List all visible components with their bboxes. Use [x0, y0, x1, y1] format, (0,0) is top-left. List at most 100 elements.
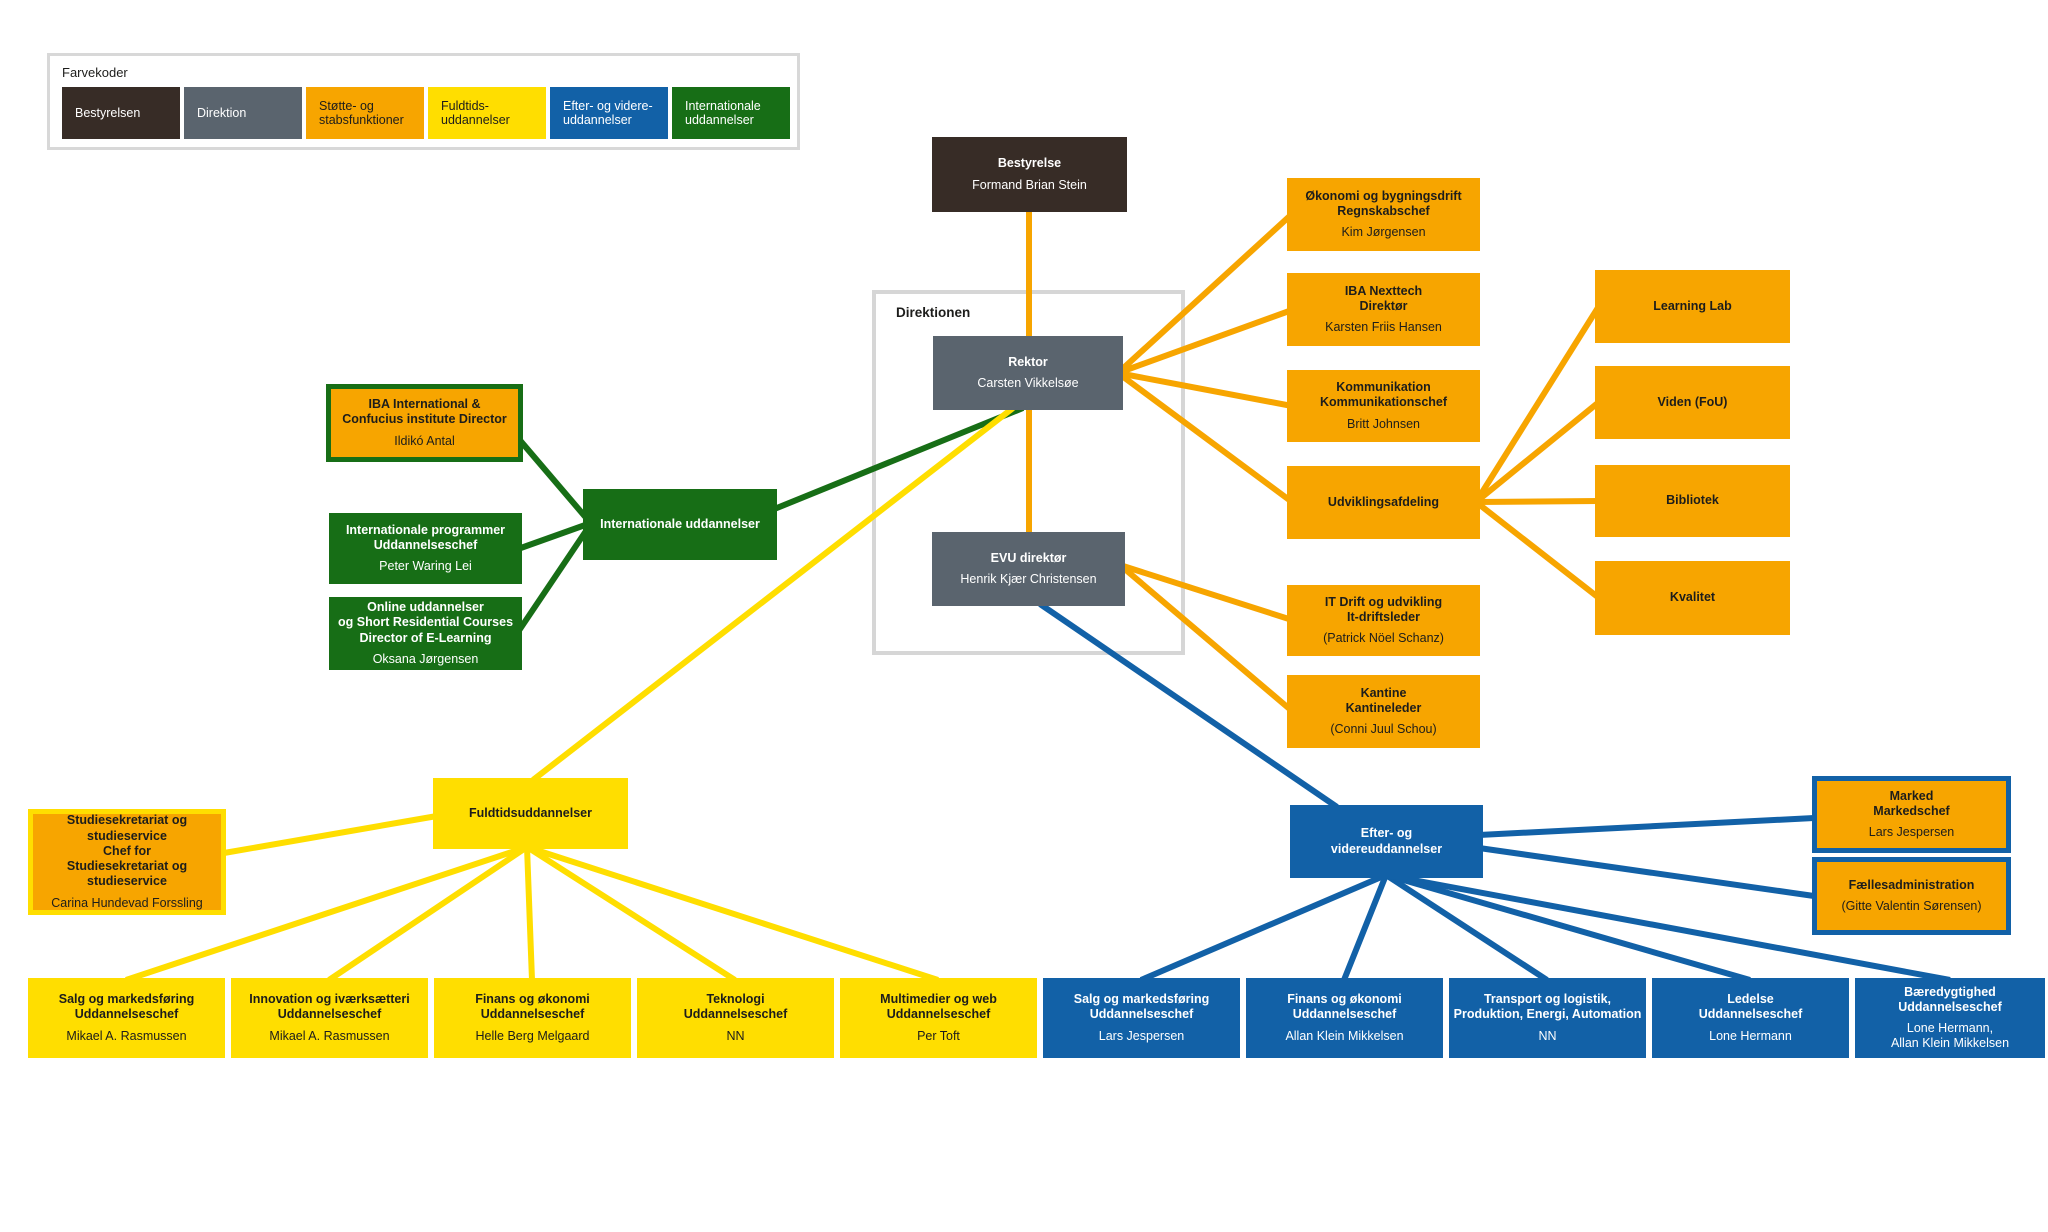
- node-title: Bæredygtighed Uddannelseschef: [1898, 984, 2002, 1014]
- node-nexttech: IBA Nexttech Direktør Karsten Friis Hans…: [1287, 273, 1480, 346]
- edge-fthub-ftsalg: [125, 844, 528, 983]
- edge-udvikling-bibliotek: [1475, 498, 1600, 505]
- edge-rektor-inthub: [765, 405, 1025, 515]
- edge-inthub-ibaint: [515, 436, 591, 522]
- node-name: Henrik Kjær Christensen: [960, 572, 1097, 586]
- node-title: Fællesadministration: [1848, 877, 1975, 892]
- node-title: Teknologi Uddannelseschef: [683, 992, 788, 1022]
- node-title: IBA Nexttech Direktør: [1344, 283, 1423, 313]
- node-studiesekretariat: Studiesekretariat og studieservice Chef …: [28, 809, 226, 915]
- edge-evuhub-faelles: [1478, 845, 1815, 899]
- node-title: Marked Markedschef: [1873, 788, 1950, 818]
- node-title: Multimedier og web Uddannelseschef: [880, 992, 997, 1022]
- node-ft-salg: Salg og markedsføring Uddannelseschef Mi…: [28, 978, 225, 1058]
- node-kantine: Kantine Kantineleder (Conni Juul Schou): [1287, 675, 1480, 748]
- edge-evu-kantine: [1118, 562, 1294, 714]
- edge-fthub-ftfinans: [524, 846, 535, 981]
- node-name: Formand Brian Stein: [972, 177, 1087, 192]
- node-name: Karsten Friis Hansen: [1325, 320, 1442, 335]
- node-title: Bibliotek: [1666, 493, 1719, 508]
- node-title: EVU direktør: [990, 550, 1067, 565]
- edge-rektor-kommunikation: [1117, 370, 1293, 409]
- node-title: Fuldtidsuddannelser: [469, 805, 592, 820]
- legend: Farvekoder Bestyrelsen Direktion Støtte-…: [47, 53, 800, 150]
- node-evu-baeredygtighed: Bæredygtighed Uddannelseschef Lone Herma…: [1855, 978, 2045, 1058]
- edge-udvikling-learninglab: [1473, 304, 1602, 504]
- node-title: Bestyrelse: [997, 156, 1062, 171]
- edge-rektor-nexttech: [1116, 307, 1294, 376]
- node-name: Mikael A. Rasmussen: [269, 1028, 390, 1043]
- node-title: Internationale uddannelser: [600, 516, 760, 531]
- node-title: Kvalitet: [1669, 590, 1716, 605]
- direktionen-label: Direktionen: [896, 305, 971, 320]
- node-name: Lone Hermann: [1709, 1028, 1792, 1043]
- legend-row: Bestyrelsen Direktion Støtte- og stabsfu…: [62, 87, 797, 139]
- node-ft-finans: Finans og økonomi Uddannelseschef Helle …: [434, 978, 631, 1058]
- legend-item-international: Internationale uddannelser: [672, 87, 790, 139]
- node-name: (Patrick Nöel Schanz): [1323, 631, 1444, 646]
- node-title: Salg og markedsføring Uddannelseschef: [58, 992, 195, 1022]
- node-title: Finans og økonomi Uddannelseschef: [1287, 992, 1402, 1022]
- node-title: Transport og logistik, Produktion, Energ…: [1453, 992, 1642, 1022]
- edge-evuhub-evubaeredygtighed: [1385, 872, 1951, 983]
- node-udviklingsafdeling: Udviklingsafdeling: [1287, 466, 1480, 539]
- node-name: Carsten Vikkelsøe: [977, 376, 1079, 390]
- node-evu-transport: Transport og logistik, Produktion, Energ…: [1449, 978, 1646, 1058]
- node-ft-teknologi: Teknologi Uddannelseschef NN: [637, 978, 834, 1058]
- edge-evuhub-evutransport: [1384, 872, 1549, 983]
- node-bestyrelse: Bestyrelse Formand Brian Stein: [932, 137, 1127, 212]
- node-iba-international: IBA International & Confucius institute …: [326, 384, 523, 462]
- node-name: Mikael A. Rasmussen: [66, 1028, 187, 1043]
- node-title: Finans og økonomi Uddannelseschef: [475, 992, 590, 1022]
- node-faellesadministration: Fællesadministration (Gitte Valentin Sør…: [1812, 857, 2011, 935]
- node-evu-finans: Finans og økonomi Uddannelseschef Allan …: [1246, 978, 1443, 1058]
- node-ft-innovation: Innovation og iværksætteri Uddannelsesch…: [231, 978, 428, 1058]
- legend-item-direktion: Direktion: [184, 87, 302, 139]
- node-fuldtidsuddannelser-hub: Fuldtidsuddannelser: [433, 778, 628, 849]
- node-ft-multimedier: Multimedier og web Uddannelseschef Per T…: [840, 978, 1037, 1058]
- node-title: Efter- og videreuddannelser: [1330, 826, 1443, 856]
- edge-rektor-udvikling: [1116, 370, 1294, 505]
- edge-udvikling-kvalitet: [1474, 499, 1601, 601]
- node-title: Online uddannelser og Short Residential …: [337, 600, 514, 645]
- node-okonomi: Økonomi og bygningsdrift Regnskabschef K…: [1287, 178, 1480, 251]
- node-title: Salg og markedsføring Uddannelseschef: [1073, 992, 1210, 1022]
- node-name: Peter Waring Lei: [379, 559, 472, 574]
- legend-item-fuldtid: Fuldtids- uddannelser: [428, 87, 546, 139]
- legend-item-stoette: Støtte- og stabsfunktioner: [306, 87, 424, 139]
- legend-item-bestyrelsen: Bestyrelsen: [62, 87, 180, 139]
- edge-inthub-intprog: [516, 521, 590, 552]
- edge-fthub-ftteknologi: [525, 844, 737, 983]
- node-title: IT Drift og udvikling It-driftsleder: [1324, 594, 1443, 624]
- node-title: Internationale programmer Uddannelsesche…: [345, 522, 506, 552]
- node-learning-lab: Learning Lab: [1595, 270, 1790, 343]
- node-name: Helle Berg Melgaard: [475, 1028, 590, 1043]
- node-kommunikation: Kommunikation Kommunikationschef Britt J…: [1287, 370, 1480, 442]
- node-title: Rektor: [1008, 354, 1048, 369]
- node-title: IBA International & Confucius institute …: [342, 397, 507, 427]
- edge-evuhub-marked: [1478, 815, 1815, 838]
- edge-udvikling-viden: [1474, 399, 1601, 505]
- node-name: Oksana Jørgensen: [372, 651, 479, 666]
- edge-evuhub-evuledelse: [1385, 872, 1751, 983]
- node-name: NN: [1538, 1028, 1557, 1043]
- edge-evuhub-evusalg: [1139, 872, 1388, 983]
- node-internationale-programmer: Internationale programmer Uddannelsesche…: [329, 513, 522, 584]
- node-evu-salg: Salg og markedsføring Uddannelseschef La…: [1043, 978, 1240, 1058]
- edge-evu-itdrift: [1119, 562, 1293, 623]
- node-title: Udviklingsafdeling: [1327, 494, 1440, 509]
- node-name: (Conni Juul Schou): [1330, 722, 1437, 737]
- node-title: Viden (FoU): [1657, 394, 1728, 409]
- edge-fthub-ftinnovation: [327, 844, 529, 983]
- node-online-uddannelser: Online uddannelser og Short Residential …: [329, 597, 522, 670]
- node-kvalitet: Kvalitet: [1595, 561, 1790, 635]
- node-title: Økonomi og bygningsdrift Regnskabschef: [1305, 188, 1462, 218]
- node-name: Allan Klein Mikkelsen: [1285, 1028, 1404, 1043]
- node-itdrift: IT Drift og udvikling It-driftsleder (Pa…: [1287, 585, 1480, 656]
- node-efter-videreuddannelser-hub: Efter- og videreuddannelser: [1290, 805, 1483, 878]
- node-title: Studiesekretariat og studieservice Chef …: [66, 813, 188, 889]
- node-name: Ildikó Antal: [394, 433, 455, 448]
- node-name: (Gitte Valentin Sørensen): [1841, 899, 1982, 913]
- node-title: Kommunikation Kommunikationschef: [1319, 380, 1448, 410]
